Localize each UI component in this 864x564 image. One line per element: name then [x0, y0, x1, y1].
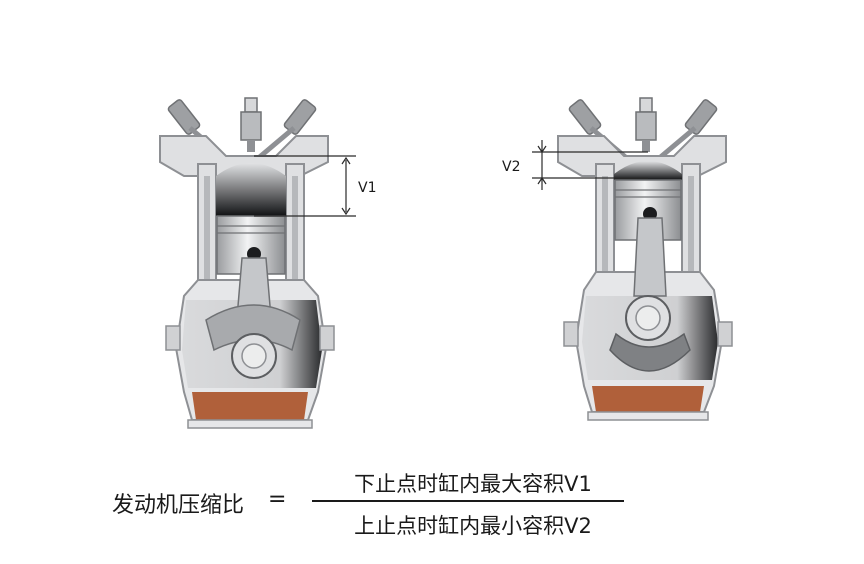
right-connecting-rod: [633, 217, 667, 297]
left-spark-plug: [240, 97, 262, 152]
right-spark-plug: [635, 97, 657, 152]
left-combustion-chamber: [216, 163, 286, 216]
v2-label: V2: [502, 159, 520, 175]
right-oil-sump: [592, 386, 704, 412]
formula-numerator: 下止点时缸内最大容积V1: [354, 472, 592, 496]
formula-denominator: 上止点时缸内最小容积V2: [354, 514, 592, 538]
formula-label: 发动机压缩比: [112, 493, 245, 518]
right-crank-web: [609, 332, 691, 372]
v1-dimension: [254, 155, 356, 217]
fraction-bar: [312, 500, 624, 502]
v1-label: V1: [358, 180, 376, 196]
engine-right: V2: [502, 97, 733, 421]
v2-dimension: [532, 140, 648, 190]
right-combustion-chamber: [614, 161, 682, 180]
engine-left: V1: [159, 97, 376, 429]
left-oil-sump: [192, 392, 308, 420]
left-crank-web: [205, 304, 301, 352]
formula-equals-sign: =: [268, 487, 287, 512]
